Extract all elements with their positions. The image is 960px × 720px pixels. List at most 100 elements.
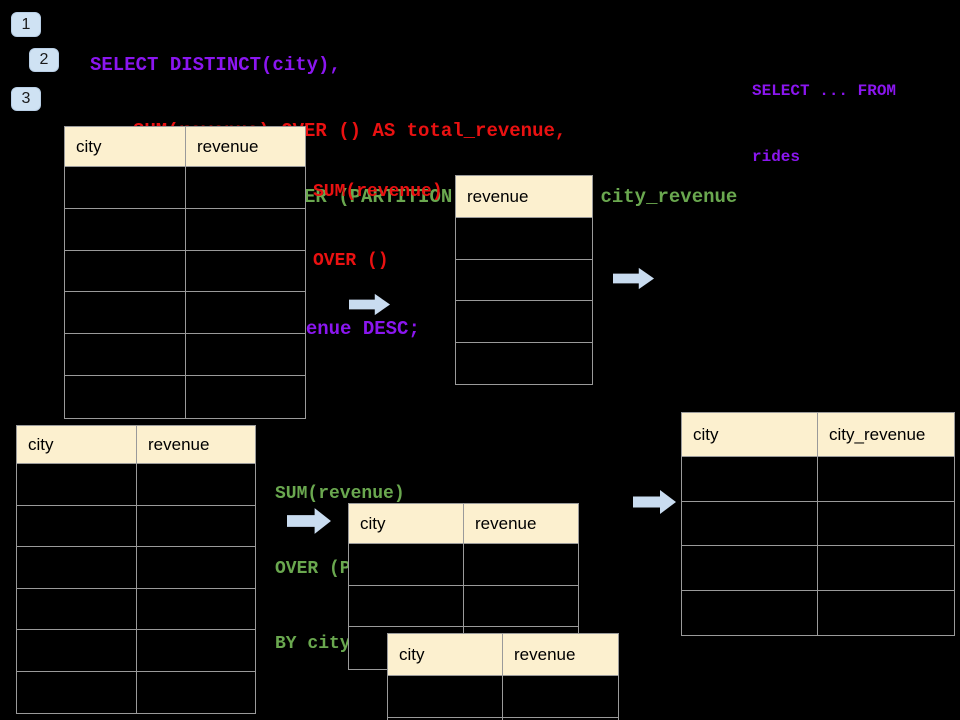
step-badge-2: 2 [29, 48, 59, 72]
empty-cell [456, 218, 592, 260]
side-note-line2: rides [752, 148, 801, 166]
caption-total-line1: SUM(revenue) [313, 182, 443, 202]
table-row [388, 717, 618, 720]
table-row [17, 588, 255, 630]
column-header-city: city [17, 426, 137, 464]
table-row [17, 547, 255, 589]
empty-cell [464, 544, 578, 586]
empty-cell [682, 546, 818, 591]
table-partition-front: city revenue [387, 633, 619, 720]
column-header-revenue: revenue [137, 426, 255, 464]
table-source-top: city revenue [64, 126, 306, 419]
table-row [682, 501, 954, 546]
empty-cell [17, 671, 137, 713]
table-row [65, 250, 305, 293]
select-from-note: SELECT ... FROM rides [752, 36, 896, 212]
table-row [456, 218, 592, 260]
table-row [65, 292, 305, 335]
empty-cell [65, 292, 186, 335]
empty-cell [388, 676, 503, 718]
empty-cell [818, 590, 954, 635]
table-row [65, 334, 305, 376]
empty-cell [503, 676, 618, 718]
empty-cell [464, 585, 578, 628]
empty-cell [186, 375, 305, 418]
empty-cell [137, 630, 255, 672]
empty-cell [137, 547, 255, 589]
table-row [65, 208, 305, 251]
empty-cell [682, 590, 818, 635]
empty-cell [65, 250, 186, 293]
empty-cell [17, 630, 137, 672]
column-header-revenue: revenue [503, 634, 618, 676]
table-header-row: city revenue [65, 127, 305, 167]
empty-cell [456, 259, 592, 301]
empty-cell [65, 167, 186, 209]
empty-cell [17, 588, 137, 630]
column-header-revenue: revenue [464, 504, 578, 544]
empty-cell [186, 292, 305, 335]
column-header-city: city [388, 634, 503, 676]
table-header-row: revenue [456, 176, 592, 218]
side-note-line1: SELECT ... FROM [752, 82, 897, 100]
column-header-city-revenue: city_revenue [818, 413, 954, 457]
table-row [682, 546, 954, 591]
table-header-row: city revenue [349, 504, 578, 544]
table-row [456, 301, 592, 343]
empty-cell [186, 208, 305, 251]
empty-cell [349, 585, 464, 628]
empty-cell [65, 375, 186, 418]
empty-cell [388, 717, 503, 720]
empty-cell [137, 671, 255, 713]
empty-cell [17, 464, 137, 506]
empty-cell [682, 457, 818, 502]
arrow-right-icon [613, 267, 655, 290]
table-row [17, 505, 255, 547]
caption-total-revenue: SUM(revenue) OVER () [313, 135, 443, 319]
table-source-bottom: city revenue [16, 425, 256, 714]
step-badge-1: 1 [11, 12, 41, 37]
empty-cell [456, 301, 592, 343]
table-row [17, 464, 255, 506]
table-header-row: city revenue [388, 634, 618, 676]
column-header-city: city [349, 504, 464, 544]
arrow-right-icon [633, 490, 676, 514]
empty-cell [186, 250, 305, 293]
table-total-result: revenue [455, 175, 593, 385]
empty-cell [65, 208, 186, 251]
column-header-revenue: revenue [186, 127, 305, 167]
step-badge-3: 3 [11, 87, 41, 111]
empty-cell [818, 457, 954, 502]
table-header-row: city city_revenue [682, 413, 954, 457]
empty-cell [186, 167, 305, 209]
empty-cell [17, 547, 137, 589]
column-header-city: city [682, 413, 818, 457]
table-row [456, 342, 592, 384]
table-row [456, 259, 592, 301]
empty-cell [818, 546, 954, 591]
arrow-right-icon [349, 293, 391, 316]
empty-cell [503, 717, 618, 720]
empty-cell [186, 334, 305, 376]
caption-partition-line1: SUM(revenue) [275, 484, 405, 504]
table-row [388, 676, 618, 718]
table-row [17, 671, 255, 713]
empty-cell [137, 588, 255, 630]
caption-total-line2: OVER () [313, 251, 389, 271]
table-row [17, 630, 255, 672]
empty-cell [137, 505, 255, 547]
caption-partition-line3: BY city) [275, 634, 362, 654]
table-row [65, 375, 305, 418]
table-row [682, 457, 954, 502]
table-city-result: city city_revenue [681, 412, 955, 636]
table-header-row: city revenue [17, 426, 255, 464]
table-row [682, 590, 954, 635]
empty-cell [682, 501, 818, 546]
table-row [349, 544, 578, 586]
column-header-revenue: revenue [456, 176, 592, 218]
empty-cell [818, 501, 954, 546]
empty-cell [137, 464, 255, 506]
table-row [349, 585, 578, 628]
empty-cell [349, 544, 464, 586]
